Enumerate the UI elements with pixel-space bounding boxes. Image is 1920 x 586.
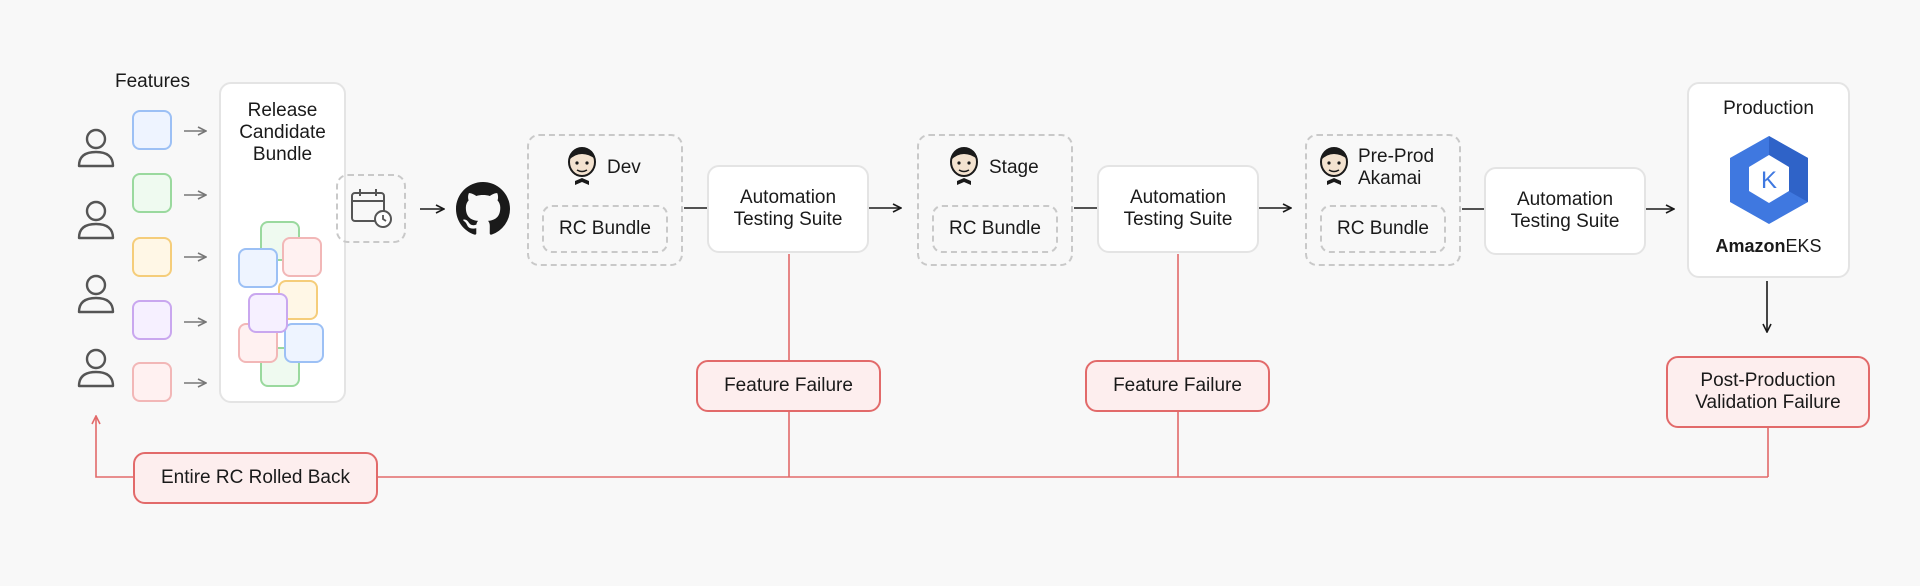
rc-bundle-stage: RC Bundle xyxy=(932,205,1058,253)
rollback-return-arrow xyxy=(96,416,133,478)
jenkins-icon xyxy=(950,147,978,185)
rc-bundle-dev: RC Bundle xyxy=(542,205,668,253)
automation-suite-3: Automation Testing Suite xyxy=(1484,167,1646,255)
feature-square-2 xyxy=(132,173,172,213)
stage-name-pre-prod: Pre-Prod Akamai xyxy=(1358,146,1435,189)
person-icon xyxy=(77,274,115,314)
jenkins-icon xyxy=(1320,147,1348,185)
production-title: Production xyxy=(1723,98,1814,119)
stage-dev xyxy=(527,134,683,266)
bundled-feature xyxy=(238,248,278,288)
post-production-validation-failure: Post-Production Validation Failure xyxy=(1666,356,1870,428)
release-bundle-title: Release Candidate Bundle xyxy=(239,100,326,165)
calendar-clock-icon xyxy=(351,189,392,228)
bundled-feature xyxy=(284,323,324,363)
feature-square-4 xyxy=(132,300,172,340)
bundled-feature xyxy=(282,237,322,277)
feature-square-5 xyxy=(132,362,172,402)
automation-suite-1: Automation Testing Suite xyxy=(707,165,869,253)
eks-badge-letter: K xyxy=(1761,167,1777,194)
brand-suffix: EKS xyxy=(1785,236,1822,256)
feature-failure-2: Feature Failure xyxy=(1085,360,1270,412)
brand-prefix: Amazon xyxy=(1715,236,1786,256)
feature-square-1 xyxy=(132,110,172,150)
person-icon xyxy=(77,348,115,388)
person-icon xyxy=(77,200,115,240)
stage-name-stage: Stage xyxy=(989,157,1039,178)
stage-stage xyxy=(917,134,1073,266)
person-icon xyxy=(77,128,115,168)
automation-suite-2: Automation Testing Suite xyxy=(1097,165,1259,253)
stage-pre-prod xyxy=(1305,134,1461,266)
amazon-eks-wordmark: AmazonEKS xyxy=(1687,235,1850,257)
feature-failure-1: Feature Failure xyxy=(696,360,881,412)
stage-name-dev: Dev xyxy=(607,157,641,178)
github-icon xyxy=(456,182,510,235)
jenkins-icon xyxy=(568,147,596,185)
schedule-box xyxy=(336,174,406,243)
bundled-feature xyxy=(248,293,288,333)
feature-square-3 xyxy=(132,237,172,277)
rollback-box: Entire RC Rolled Back xyxy=(133,452,378,504)
rc-bundle-pre-prod: RC Bundle xyxy=(1320,205,1446,253)
features-title: Features xyxy=(115,71,190,92)
amazon-eks-icon: K xyxy=(1730,136,1808,224)
